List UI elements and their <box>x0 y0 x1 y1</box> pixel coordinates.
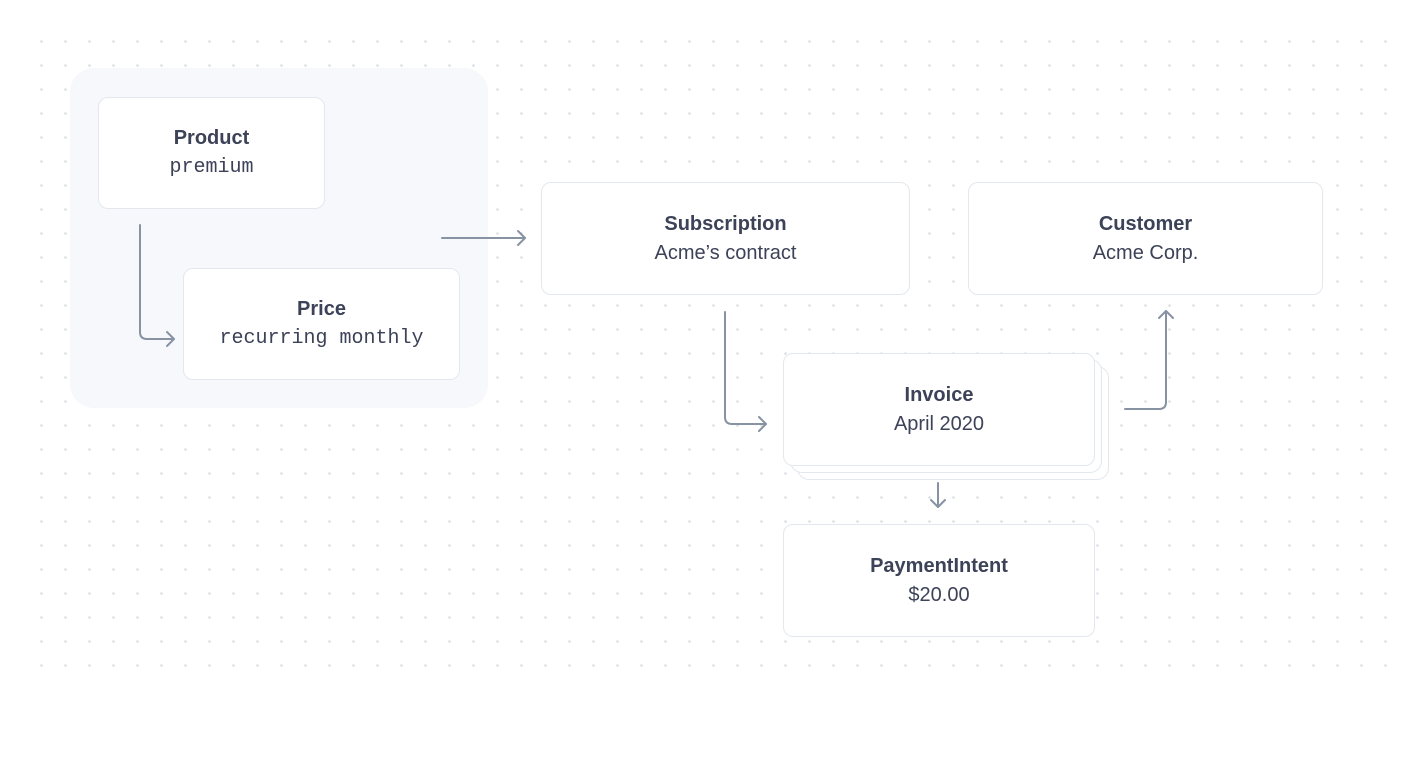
product-title: Product <box>173 127 250 149</box>
customer-subtitle: Acme Corp. <box>1092 241 1199 264</box>
invoice-node: Invoice April 2020 <box>783 353 1095 466</box>
payment-intent-title: PaymentIntent <box>870 554 1008 577</box>
product-node: Product premium <box>98 97 325 209</box>
product-subtitle: premium <box>169 156 254 179</box>
arrow-invoice-to-payment-intent-head <box>930 499 946 508</box>
payment-intent-node: PaymentIntent $20.00 <box>783 524 1095 637</box>
price-subtitle: recurring monthly <box>219 327 424 350</box>
payment-intent-subtitle: $20.00 <box>908 583 970 606</box>
price-title: Price <box>297 298 346 320</box>
customer-node: Customer Acme Corp. <box>968 182 1323 295</box>
arrow-product-to-price <box>139 224 175 340</box>
arrow-invoice-to-customer-head <box>1158 310 1174 319</box>
invoice-subtitle: April 2020 <box>893 412 985 435</box>
price-node: Price recurring monthly <box>183 268 460 380</box>
arrow-invoice-to-customer <box>1124 310 1167 410</box>
subscription-node: Subscription Acme’s contract <box>541 182 910 295</box>
customer-title: Customer <box>1098 212 1193 235</box>
subscription-title: Subscription <box>664 212 787 235</box>
arrow-price-to-subscription-head <box>517 230 526 246</box>
subscription-subtitle: Acme’s contract <box>654 241 797 264</box>
invoice-title: Invoice <box>904 383 974 406</box>
arrow-subscription-to-invoice-head <box>758 416 767 432</box>
arrow-subscription-to-invoice <box>724 311 767 425</box>
arrow-product-to-price-head <box>166 331 175 347</box>
